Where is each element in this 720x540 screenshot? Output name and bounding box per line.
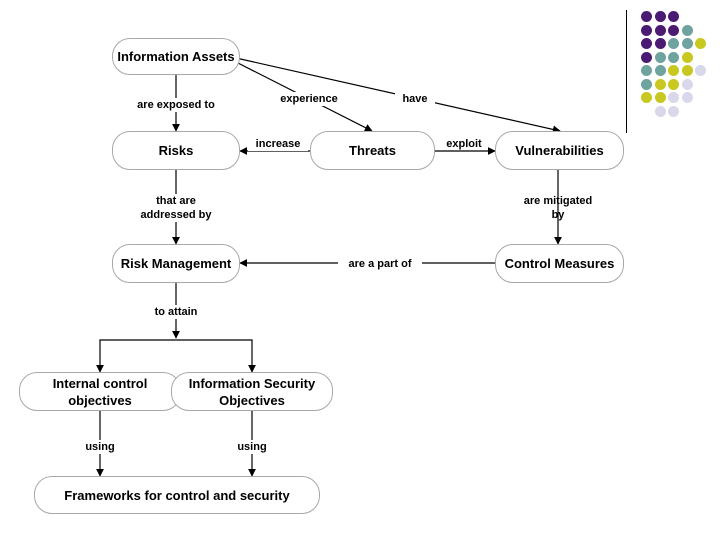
- decorative-dot: [641, 92, 652, 103]
- decorative-dot: [681, 51, 693, 63]
- label-exploit: exploit: [446, 138, 482, 150]
- decorative-dot: [681, 92, 693, 103]
- decorative-dot: [654, 51, 666, 63]
- node-internal-control-objectives: Internal control objectives: [19, 372, 181, 411]
- decorative-divider-line: [626, 10, 627, 133]
- node-threats: Threats: [310, 131, 435, 170]
- label-using-left: using: [80, 440, 120, 454]
- decorative-dot: [668, 51, 679, 63]
- edge-branch-to-information-security: [176, 339, 256, 373]
- edge-branch-to-internal-control: [96, 339, 176, 373]
- node-vulnerabilities: Vulnerabilities: [495, 131, 624, 170]
- decorative-dot: [681, 38, 693, 49]
- decorative-dot: [681, 24, 693, 36]
- node-control-measures: Control Measures: [495, 244, 624, 283]
- decorative-dot: [695, 38, 706, 49]
- decorative-dot: [654, 38, 666, 49]
- label-are-mitigated-by: are mitigated by: [523, 195, 593, 221]
- label-have: have: [395, 92, 435, 106]
- decorative-dot: [668, 24, 679, 36]
- decorative-dot: [654, 65, 666, 76]
- label-that-are-addressed-by: that are addressed by: [126, 194, 226, 222]
- decorative-dot: [641, 38, 652, 49]
- label-are-exposed-to: are exposed to: [126, 98, 226, 112]
- node-frameworks: Frameworks for control and security: [34, 476, 320, 514]
- decorative-dot: [654, 24, 666, 36]
- decorative-dot: [641, 65, 652, 76]
- node-information-security-objectives: Information Security Objectives: [171, 372, 333, 411]
- decorative-dot: [654, 105, 666, 117]
- decorative-dot: [641, 24, 652, 36]
- decorative-dot: [695, 65, 706, 76]
- label-experience: experience: [274, 92, 344, 106]
- decorative-dot: [668, 105, 679, 117]
- decorative-dot: [641, 11, 652, 22]
- decorative-dot: [668, 78, 679, 90]
- node-risk-management: Risk Management: [112, 244, 240, 283]
- label-to-attain: to attain: [141, 305, 211, 319]
- decorative-dot: [654, 92, 666, 103]
- node-information-assets: Information Assets: [112, 38, 240, 75]
- decorative-dot: [668, 65, 679, 76]
- decorative-dot: [668, 11, 679, 22]
- label-are-a-part-of: are a part of: [338, 257, 422, 271]
- decorative-dot: [654, 78, 666, 90]
- decorative-dot: [668, 92, 679, 103]
- decorative-dot: [641, 51, 652, 63]
- decorative-dot: [654, 11, 666, 22]
- decorative-dot: [681, 78, 693, 90]
- label-using-right: using: [232, 440, 272, 454]
- label-increase: increase: [248, 137, 308, 151]
- node-risks: Risks: [112, 131, 240, 170]
- decorative-dot: [668, 38, 679, 49]
- decorative-dot: [641, 78, 652, 90]
- decorative-dot: [681, 65, 693, 76]
